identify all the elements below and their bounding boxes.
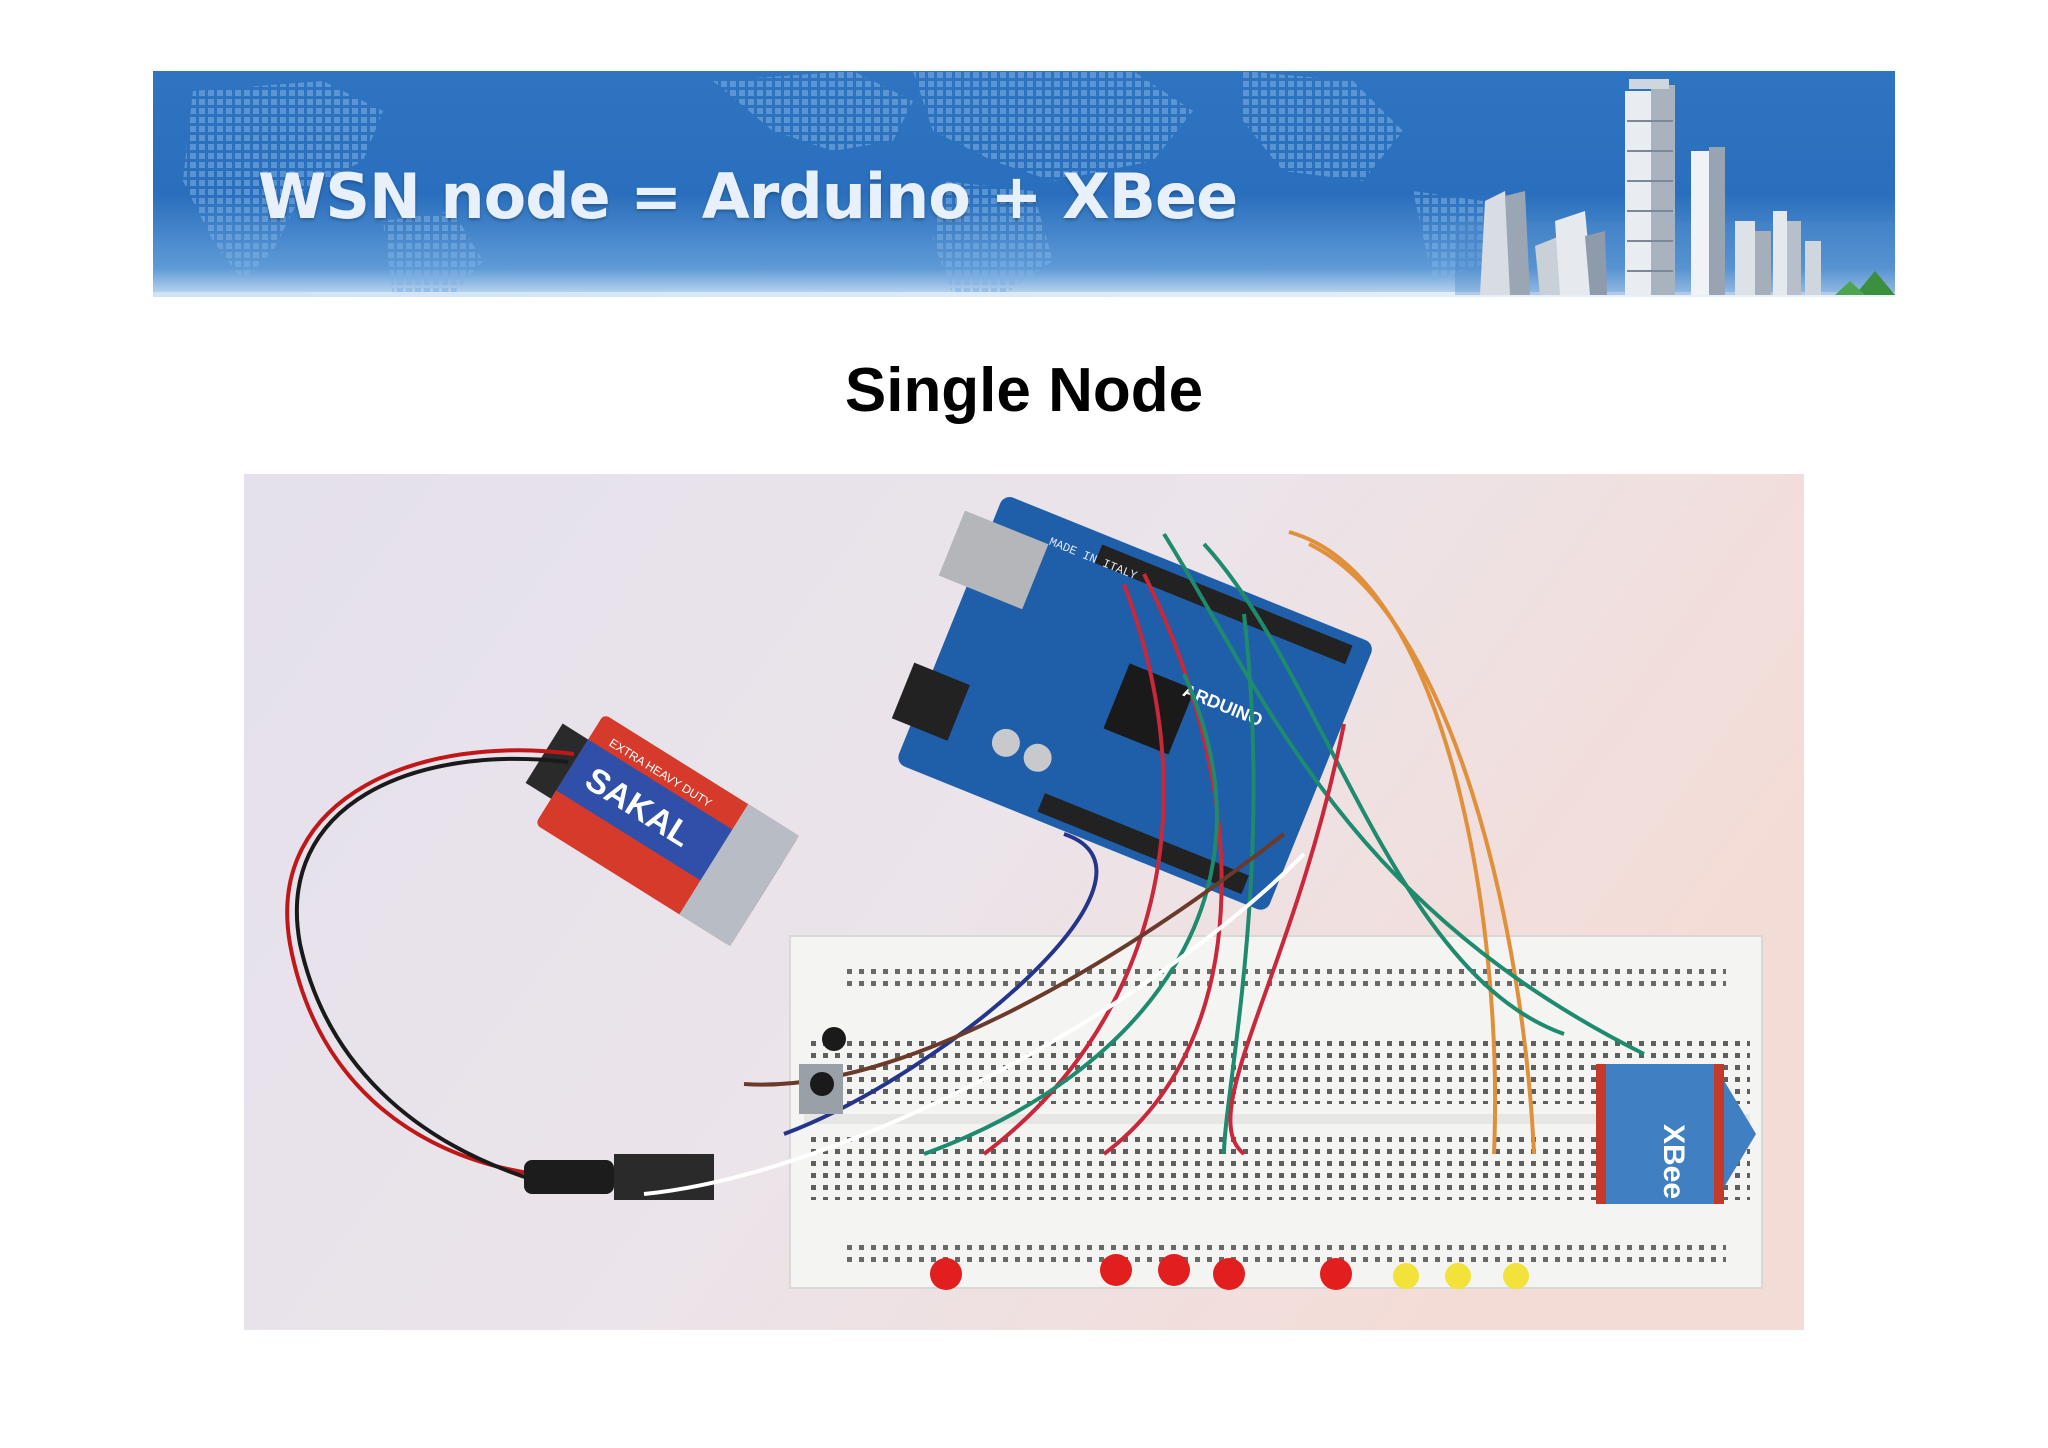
voltage-regulator	[799, 1027, 846, 1114]
xbee-module: XBee	[1596, 1064, 1756, 1204]
xbee-label: XBee	[1657, 1124, 1690, 1199]
slide-title: WSN node = Arduino + XBee	[258, 160, 1238, 233]
jumper-wires	[643, 530, 1645, 1196]
slide-subtitle: Single Node	[844, 356, 1204, 425]
banner-divider	[153, 292, 1895, 297]
city-skyline-image	[1455, 79, 1895, 295]
leds	[930, 1254, 1529, 1290]
battery-9v: SAKAL EXTRA HEAVY DUTY	[525, 716, 800, 947]
circuit-illustration: SAKAL EXTRA HEAVY DUTY MADE IN ITALY ARD…	[244, 474, 1804, 1330]
world-map-pattern	[183, 71, 1493, 295]
header-banner	[153, 71, 1895, 295]
circuit-photo: SAKAL EXTRA HEAVY DUTY MADE IN ITALY ARD…	[244, 474, 1804, 1330]
